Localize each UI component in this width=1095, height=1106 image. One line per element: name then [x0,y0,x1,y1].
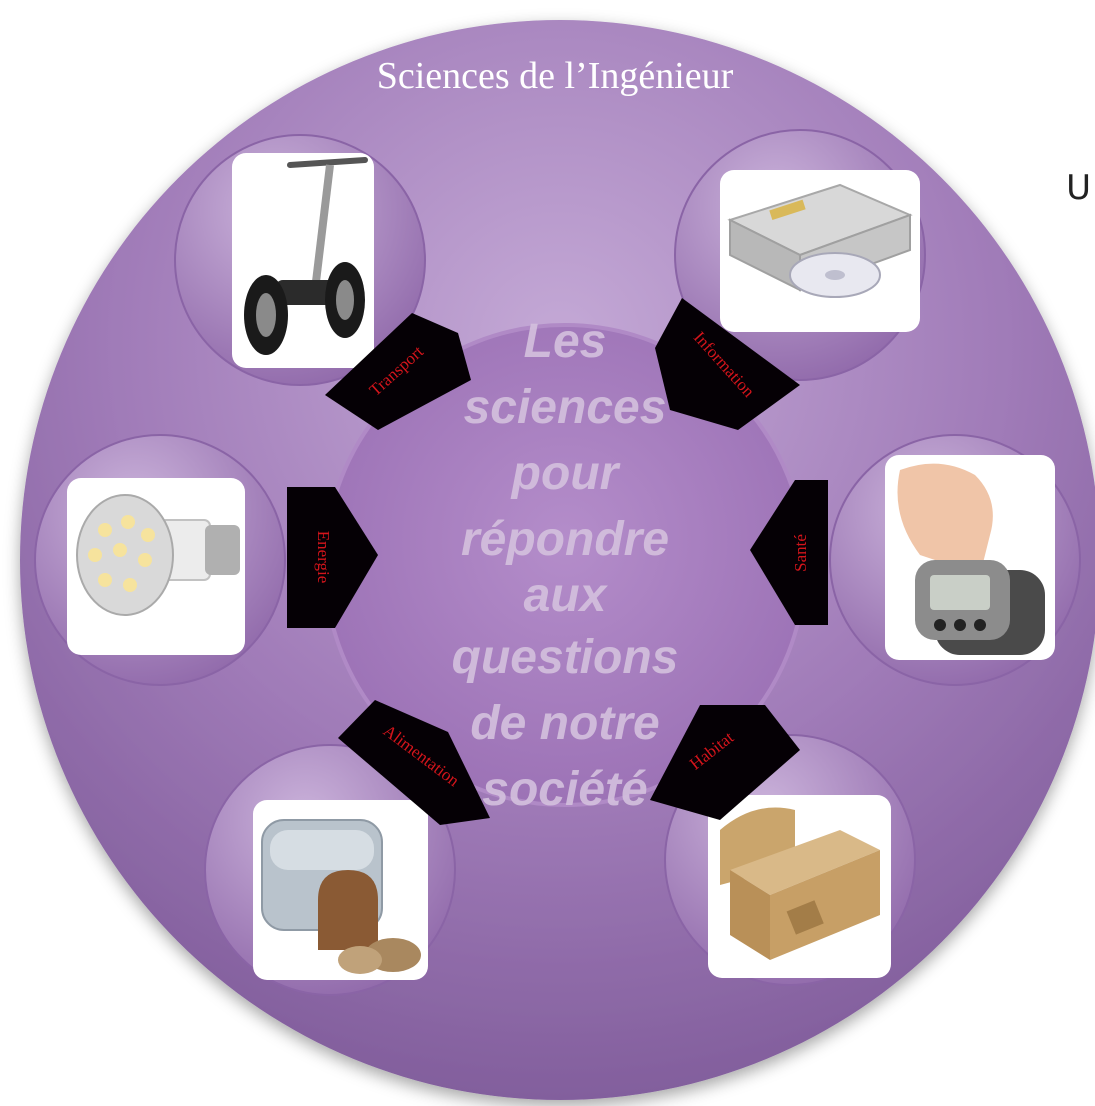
tab-information: Information [655,298,800,430]
tab-habitat: Habitat [650,705,800,820]
theme-bubble-sante [829,434,1081,686]
cd-drive-icon [727,183,913,298]
segway-icon [244,157,368,355]
center-line-7: de notre [470,697,659,750]
cardboard-chair-icon [720,807,880,960]
center-line-2: sciences [464,381,667,434]
bread-machine-icon [261,819,421,974]
tab-label-sante: Santé [791,534,810,572]
tab-label-energie: Energie [314,531,333,584]
theme-bubble-energie [34,434,286,686]
center-line-1: Les [524,315,607,368]
tab-sante: Santé [750,480,828,625]
center-text: Les sciences pour répondre aux questions… [452,315,679,816]
theme-bubble-transport [174,134,426,386]
tab-energie: Energie [287,487,378,628]
center-line-5: aux [524,569,609,622]
tab-transport: Transport [325,313,471,430]
center-line-3: pour [510,447,621,500]
theme-bubble-alimentation [204,744,456,996]
led-bulb-icon [76,494,240,616]
theme-bubble-information [674,129,926,381]
center-line-8: société [482,763,647,816]
edge-text-fragment: U [1066,168,1091,208]
blood-pressure-monitor-icon [897,463,1045,655]
center-line-6: questions [452,631,679,684]
diagram-title: Sciences de l’Ingénieur [377,55,734,97]
center-line-4: répondre [461,513,669,566]
